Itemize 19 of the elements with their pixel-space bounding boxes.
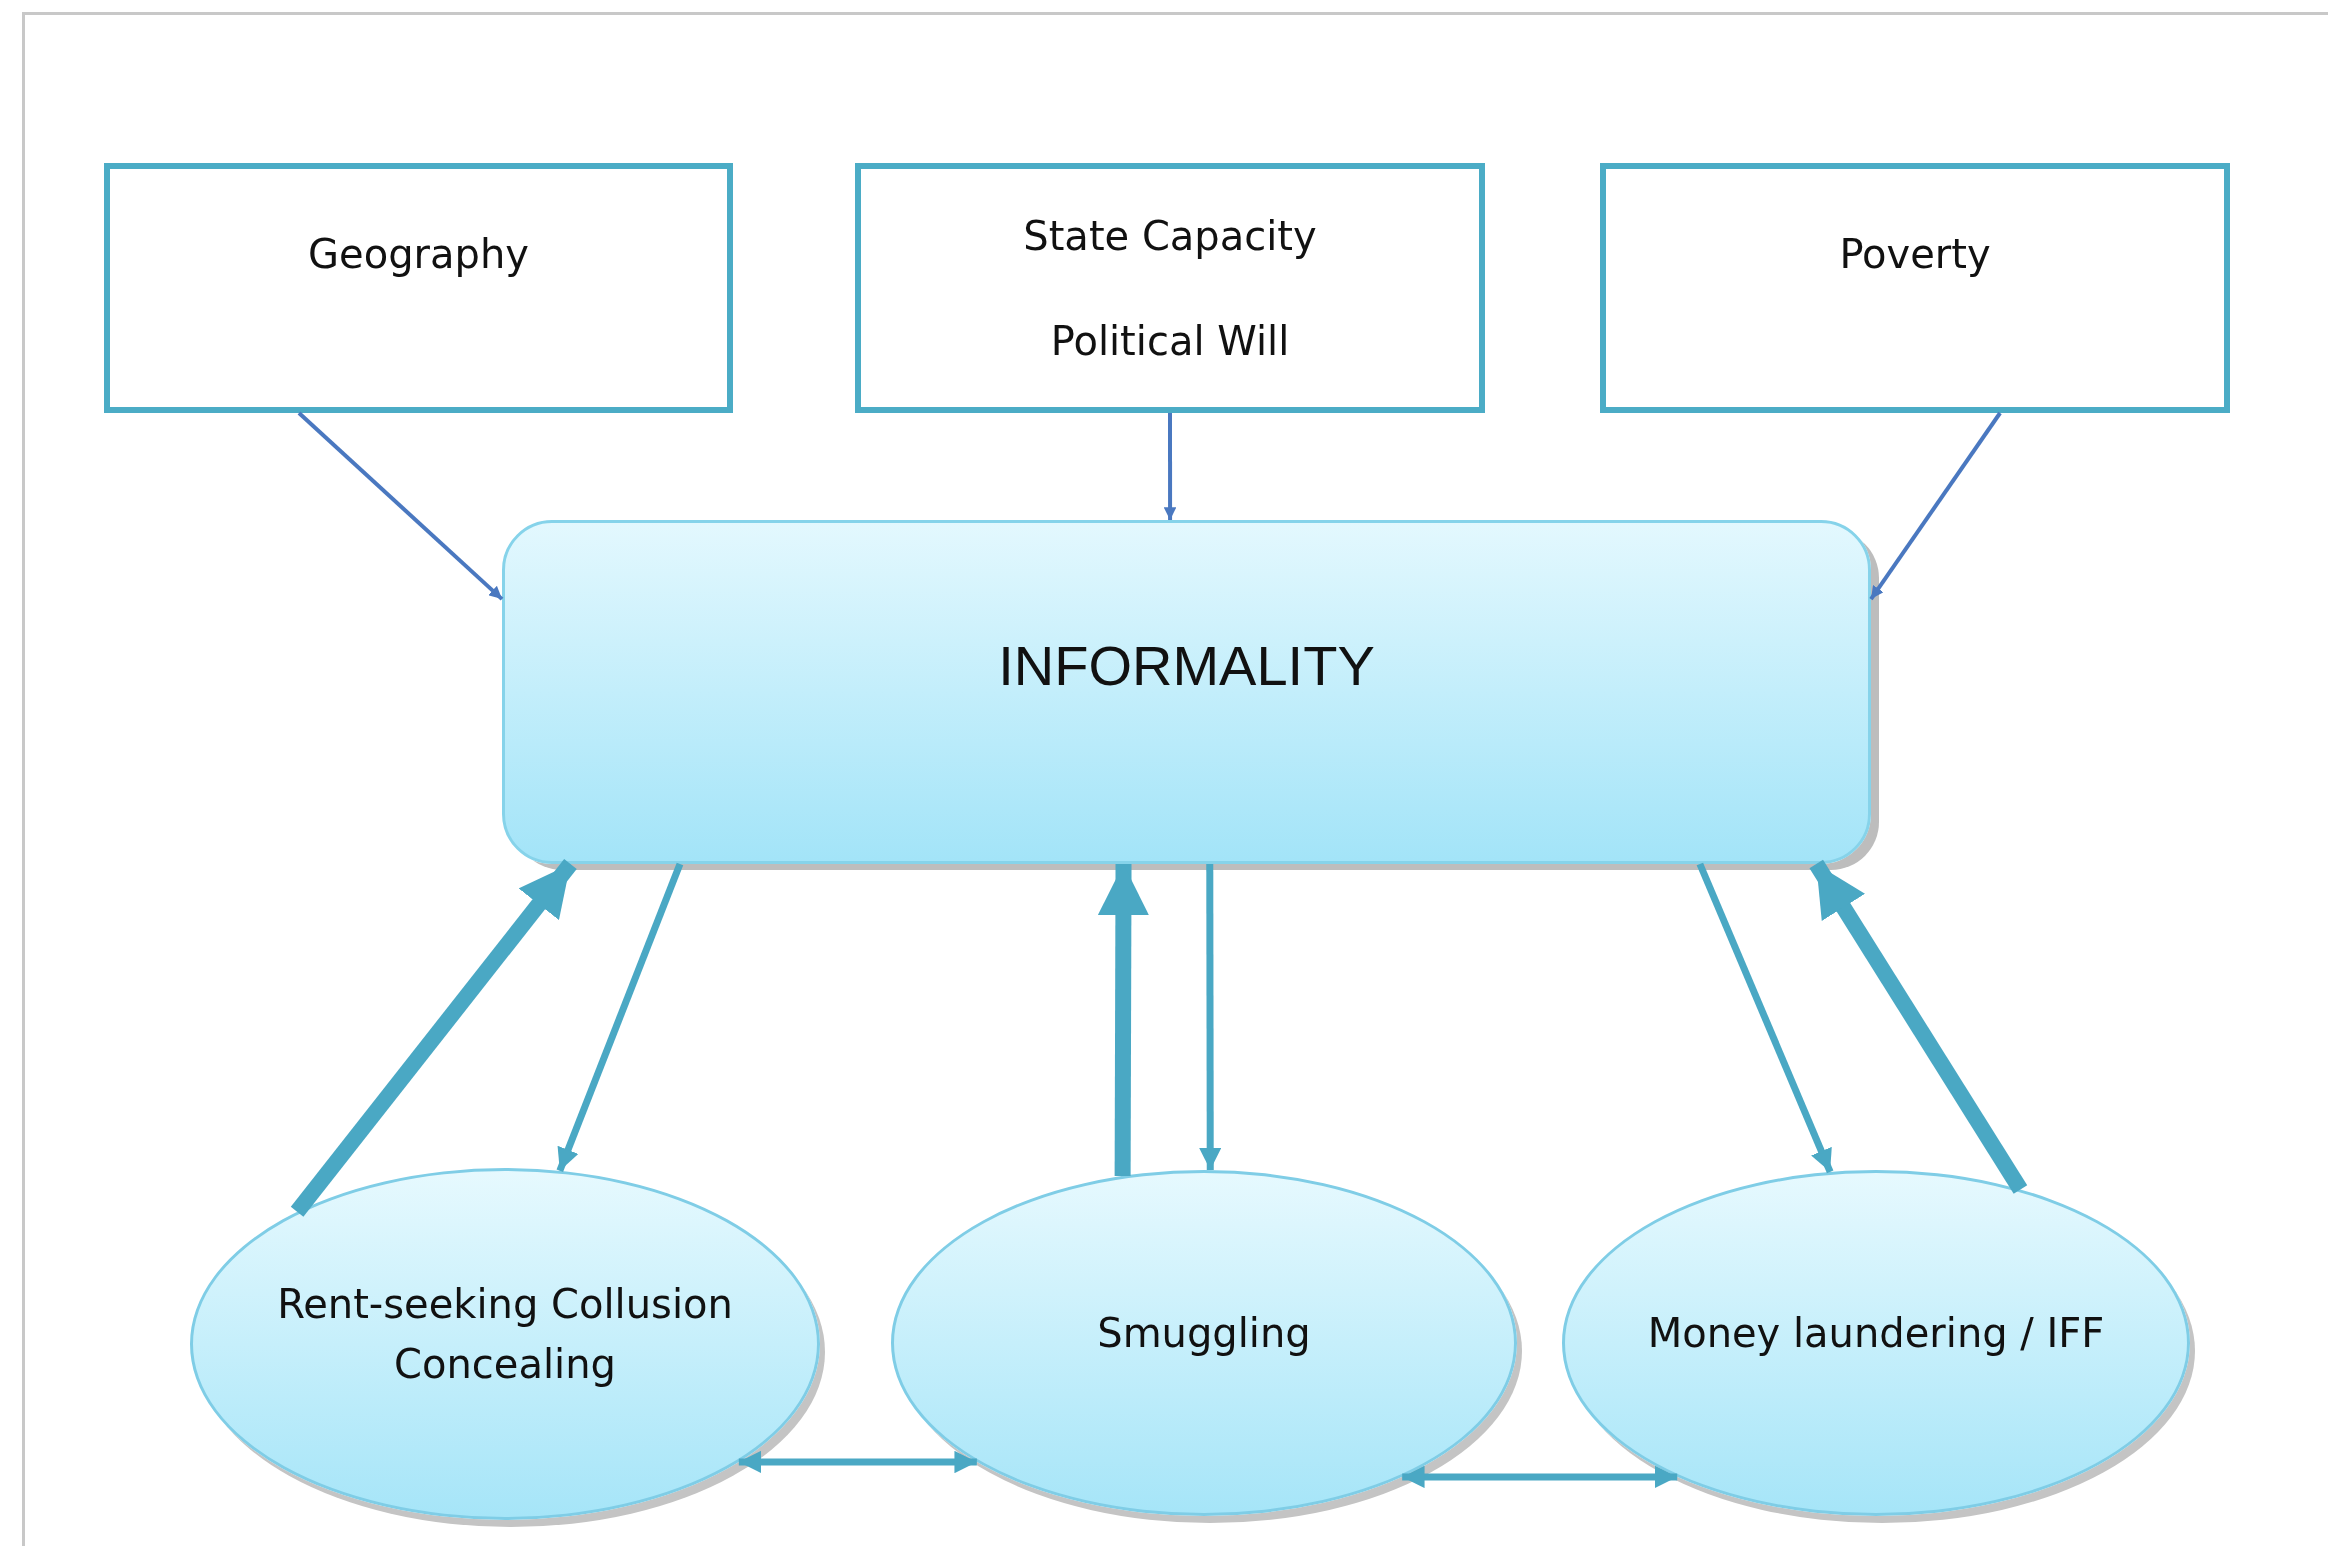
arrow xyxy=(738,1450,977,1474)
arrow xyxy=(1402,1465,1678,1489)
arrow xyxy=(1199,864,1222,1171)
node-label: Rent-seeking Collusion Concealing xyxy=(276,1280,734,1389)
arrow xyxy=(1163,413,1177,520)
node-label: INFORMALITY xyxy=(998,633,1375,698)
node-label: Money laundering / IFF xyxy=(1647,1309,2105,1358)
factor-box xyxy=(1600,163,2230,413)
node-label: Geography xyxy=(308,231,529,277)
node-label: Poverty xyxy=(1839,231,1991,277)
factor-box xyxy=(104,163,733,413)
arrow xyxy=(290,859,577,1217)
node-label: Smuggling xyxy=(1097,1309,1311,1358)
arrow xyxy=(1869,411,2002,601)
node-label: State Capacity xyxy=(1023,212,1317,259)
arrow xyxy=(1097,863,1149,1176)
factor-box xyxy=(855,163,1485,413)
node-label: Political Will xyxy=(1050,317,1290,364)
arrow xyxy=(297,411,504,601)
